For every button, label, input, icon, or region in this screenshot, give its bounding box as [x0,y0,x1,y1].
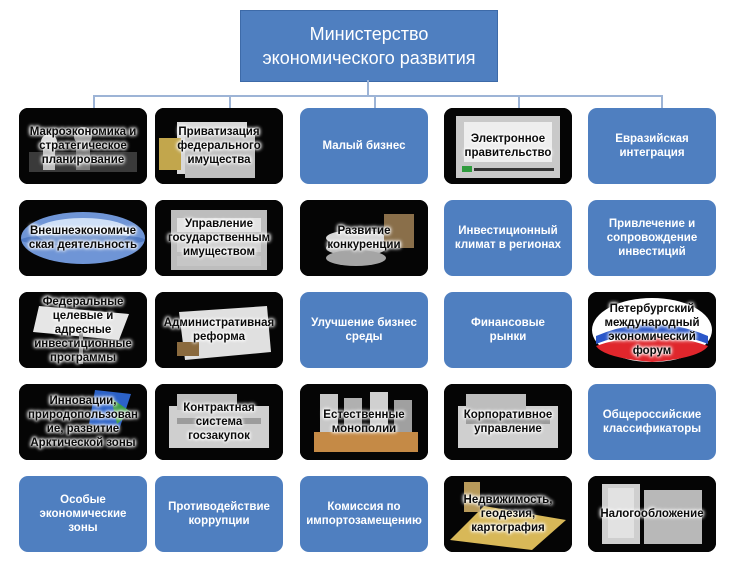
ministry-title-box: Министерство экономического развития [240,10,498,82]
department-tile[interactable]: Налогообложение [588,476,716,552]
connector-drop-2 [229,95,231,108]
department-tile-label: Инвестиционный климат в регионах [454,225,562,251]
department-tile-label: Малый бизнес [322,140,406,152]
department-tile[interactable]: Корпоративное управление [444,384,572,460]
connector-drop-1 [93,95,95,108]
department-tile[interactable]: Инновации, природопользован ие, развитие… [19,384,147,460]
department-tile[interactable]: Электронное правительство [444,108,572,184]
department-tile-label: Электронное правительство [464,133,552,159]
department-tile-label: Приватизация федерального имущества [177,126,261,166]
department-tile-label: Особые экономические зоны [39,494,127,534]
department-tile[interactable]: Контрактная система госзакупок [155,384,283,460]
department-tile-label: Развитие конкуренции [327,225,401,251]
department-tile[interactable]: Развитие конкуренции [300,200,428,276]
department-tile[interactable]: Финансовые рынки [444,292,572,368]
department-tile[interactable]: Недвижимость, геодезия, картография [444,476,572,552]
ministry-title: Министерство экономического развития [262,24,476,68]
connector-horizontal [93,95,663,97]
department-tile-label: Налогообложение [600,508,704,520]
department-tile[interactable]: Улучшение бизнес среды [300,292,428,368]
connector-vertical [367,80,369,96]
department-tile[interactable]: Евразийская интеграция [588,108,716,184]
department-tile-label: Федеральные целевые и адресные инвестици… [34,296,132,364]
department-tile-label: Петербургский международный экономически… [604,303,700,357]
connector-drop-3 [374,95,376,108]
department-tile-label: Недвижимость, геодезия, картография [463,494,553,534]
department-tile-label: Управление государственным имуществом [167,218,271,258]
department-tile-label: Корпоративное управление [463,409,553,435]
department-tile[interactable]: Инвестиционный климат в регионах [444,200,572,276]
department-tile-label: Административная реформа [163,317,275,343]
department-tile[interactable]: Комиссия по импортозамещению [300,476,428,552]
department-tile-label: Макроэкономика и стратегическое планиров… [29,126,137,166]
department-tile[interactable]: Макроэкономика и стратегическое планиров… [19,108,147,184]
department-tile-label: Финансовые рынки [471,317,545,343]
department-tile[interactable]: Административная реформа [155,292,283,368]
department-tile-label: Контрактная система госзакупок [183,402,255,442]
department-tile-label: Евразийская интеграция [615,133,689,159]
department-tile-label: Улучшение бизнес среды [311,317,417,343]
department-tile-label: Общероссийские классификаторы [602,409,702,435]
connector-drop-4 [518,95,520,108]
department-tile-label: Инновации, природопользован ие, развитие… [27,395,139,449]
connector-drop-5 [661,95,663,108]
department-tile-label: Естественные монополии [323,409,405,435]
department-tile[interactable]: Привлечение и сопровождение инвестиций [588,200,716,276]
department-tile[interactable]: Естественные монополии [300,384,428,460]
department-tile-label: Внешнеэкономиче ская деятельность [28,225,138,251]
department-tile[interactable]: Противодействие коррупции [155,476,283,552]
department-tile[interactable]: Внешнеэкономиче ская деятельность [19,200,147,276]
department-tile[interactable]: Петербургский международный экономически… [588,292,716,368]
department-tile[interactable]: Федеральные целевые и адресные инвестици… [19,292,147,368]
department-tile[interactable]: Приватизация федерального имущества [155,108,283,184]
department-tile-label: Привлечение и сопровождение инвестиций [606,218,698,258]
department-tile[interactable]: Управление государственным имуществом [155,200,283,276]
department-tile-label: Комиссия по импортозамещению [306,501,422,527]
department-tile[interactable]: Особые экономические зоны [19,476,147,552]
department-tile[interactable]: Малый бизнес [300,108,428,184]
department-tile-label: Противодействие коррупции [168,501,270,527]
department-tile[interactable]: Общероссийские классификаторы [588,384,716,460]
